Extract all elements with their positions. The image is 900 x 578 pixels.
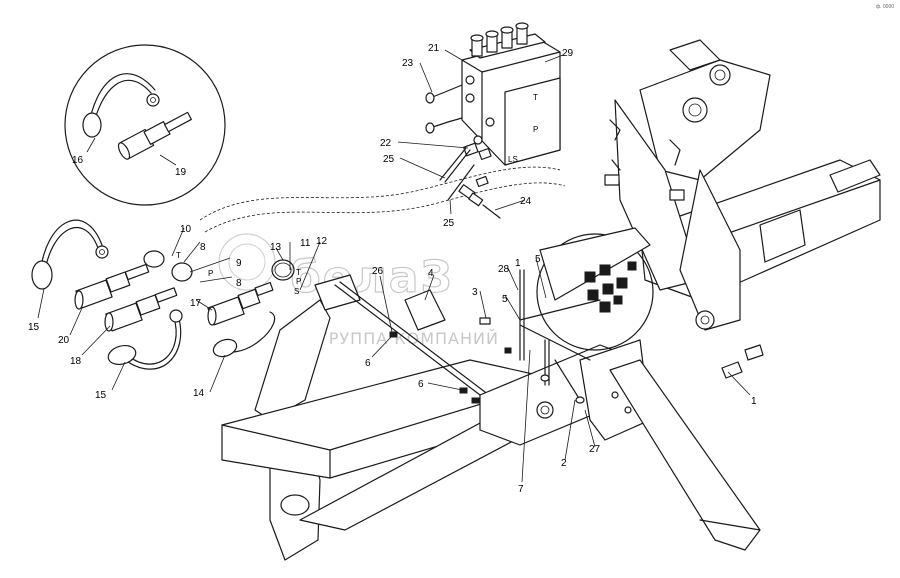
callout-5-top: 5 (535, 254, 541, 265)
callout-25-bottom: 25 (443, 218, 455, 229)
bolt-3 (479, 317, 491, 325)
dust-cap-strap-15-top (39, 219, 103, 276)
leader-lines (37, 49, 751, 483)
callout-labels: 16 19 21 23 29 22 25 25 24 10 8 9 8 13 1… (28, 43, 757, 495)
corner-mark: ф. 0000 (876, 4, 894, 10)
callout-8-bottom: 8 (236, 278, 242, 289)
quick-coupler-19 (117, 111, 192, 160)
rods-brackets (314, 269, 585, 404)
dust-cap-15-top (31, 260, 53, 290)
callout-24: 24 (520, 196, 532, 207)
callout-12: 12 (316, 236, 328, 247)
callout-17: 17 (190, 298, 202, 309)
dust-cap-strap-15-bottom (124, 314, 182, 370)
detail-circle-coupling (64, 44, 226, 206)
bracket-4 (404, 289, 446, 331)
stabilizer-leg (609, 359, 761, 551)
quick-coupler-20 (74, 263, 150, 310)
callout-27: 27 (589, 444, 601, 455)
distributor-plate-5 (539, 227, 651, 301)
callout-21: 21 (428, 43, 440, 54)
watermark-subtitle: ГРУППА КОМПАНИЙ (318, 329, 499, 348)
distributor-plate-detail (519, 227, 654, 361)
callout-22: 22 (380, 138, 392, 149)
distributor-blocks (584, 261, 637, 313)
control-valve-29: T P LS (461, 22, 561, 166)
valve-spools (470, 22, 529, 57)
callout-19: 19 (175, 167, 187, 178)
port-label-t-left: T (176, 251, 181, 260)
callout-11: 11 (300, 238, 311, 249)
callout-2: 2 (561, 458, 567, 469)
callout-23: 23 (402, 58, 414, 69)
rod-26 (334, 284, 481, 396)
port-label-t-valve: T (533, 93, 538, 102)
callout-13: 13 (270, 242, 282, 253)
quick-coupler-17 (207, 281, 274, 326)
callout-18: 18 (70, 356, 82, 367)
tractor-frame (604, 39, 881, 331)
dust-cap-14 (212, 338, 238, 358)
strap-eye-16 (146, 93, 160, 107)
callout-16: 16 (72, 155, 84, 166)
callout-6-top: 6 (365, 358, 371, 369)
callout-5-bottom: 5 (502, 294, 508, 305)
callout-3: 3 (472, 287, 478, 298)
callout-10: 10 (180, 224, 192, 235)
quick-coupler-group: T P T P S (31, 219, 301, 370)
callout-20: 20 (58, 335, 70, 346)
dust-cap-15-bottom (107, 344, 137, 366)
callout-28: 28 (498, 264, 510, 275)
watermark-circle-2 (228, 243, 266, 281)
callout-15-bottom: 15 (95, 390, 107, 401)
bracket-26 (314, 274, 361, 311)
callout-29: 29 (562, 48, 574, 59)
callout-1-right: 1 (751, 396, 757, 407)
o-rings (143, 250, 295, 282)
callout-1-top: 1 (515, 258, 521, 269)
port-label-p-valve: P (533, 125, 538, 134)
callout-25-top: 25 (383, 154, 395, 165)
hose-routing (199, 166, 566, 233)
callout-26: 26 (372, 266, 384, 277)
callout-8-top: 8 (200, 242, 206, 253)
callout-14: 14 (193, 388, 205, 399)
port-label-p-left: P (208, 269, 213, 278)
fittings-valve (425, 84, 501, 219)
callout-4: 4 (428, 268, 434, 279)
port-label-s: S (294, 287, 299, 296)
watermark-circle-1 (218, 233, 276, 291)
o-ring-9 (171, 262, 193, 282)
dust-cap-16 (82, 112, 102, 138)
callout-9: 9 (236, 258, 242, 269)
mounting-frame (221, 299, 761, 561)
o-ring-10 (143, 250, 165, 268)
bolts-1 (721, 344, 764, 379)
quick-coupler-18 (104, 287, 178, 332)
callout-15-top: 15 (28, 322, 40, 333)
callout-7: 7 (518, 484, 524, 495)
callout-6-bottom: 6 (418, 379, 424, 390)
port-label-p-mid: P (296, 277, 301, 286)
frame-left-post (254, 299, 331, 421)
port-label-ls: LS (508, 155, 518, 164)
washer-6-b (459, 387, 468, 394)
washer-6-a (389, 331, 398, 338)
pin-2 (554, 359, 581, 401)
port-label-t-mid: T (296, 268, 301, 277)
distributor-circle (536, 233, 654, 351)
